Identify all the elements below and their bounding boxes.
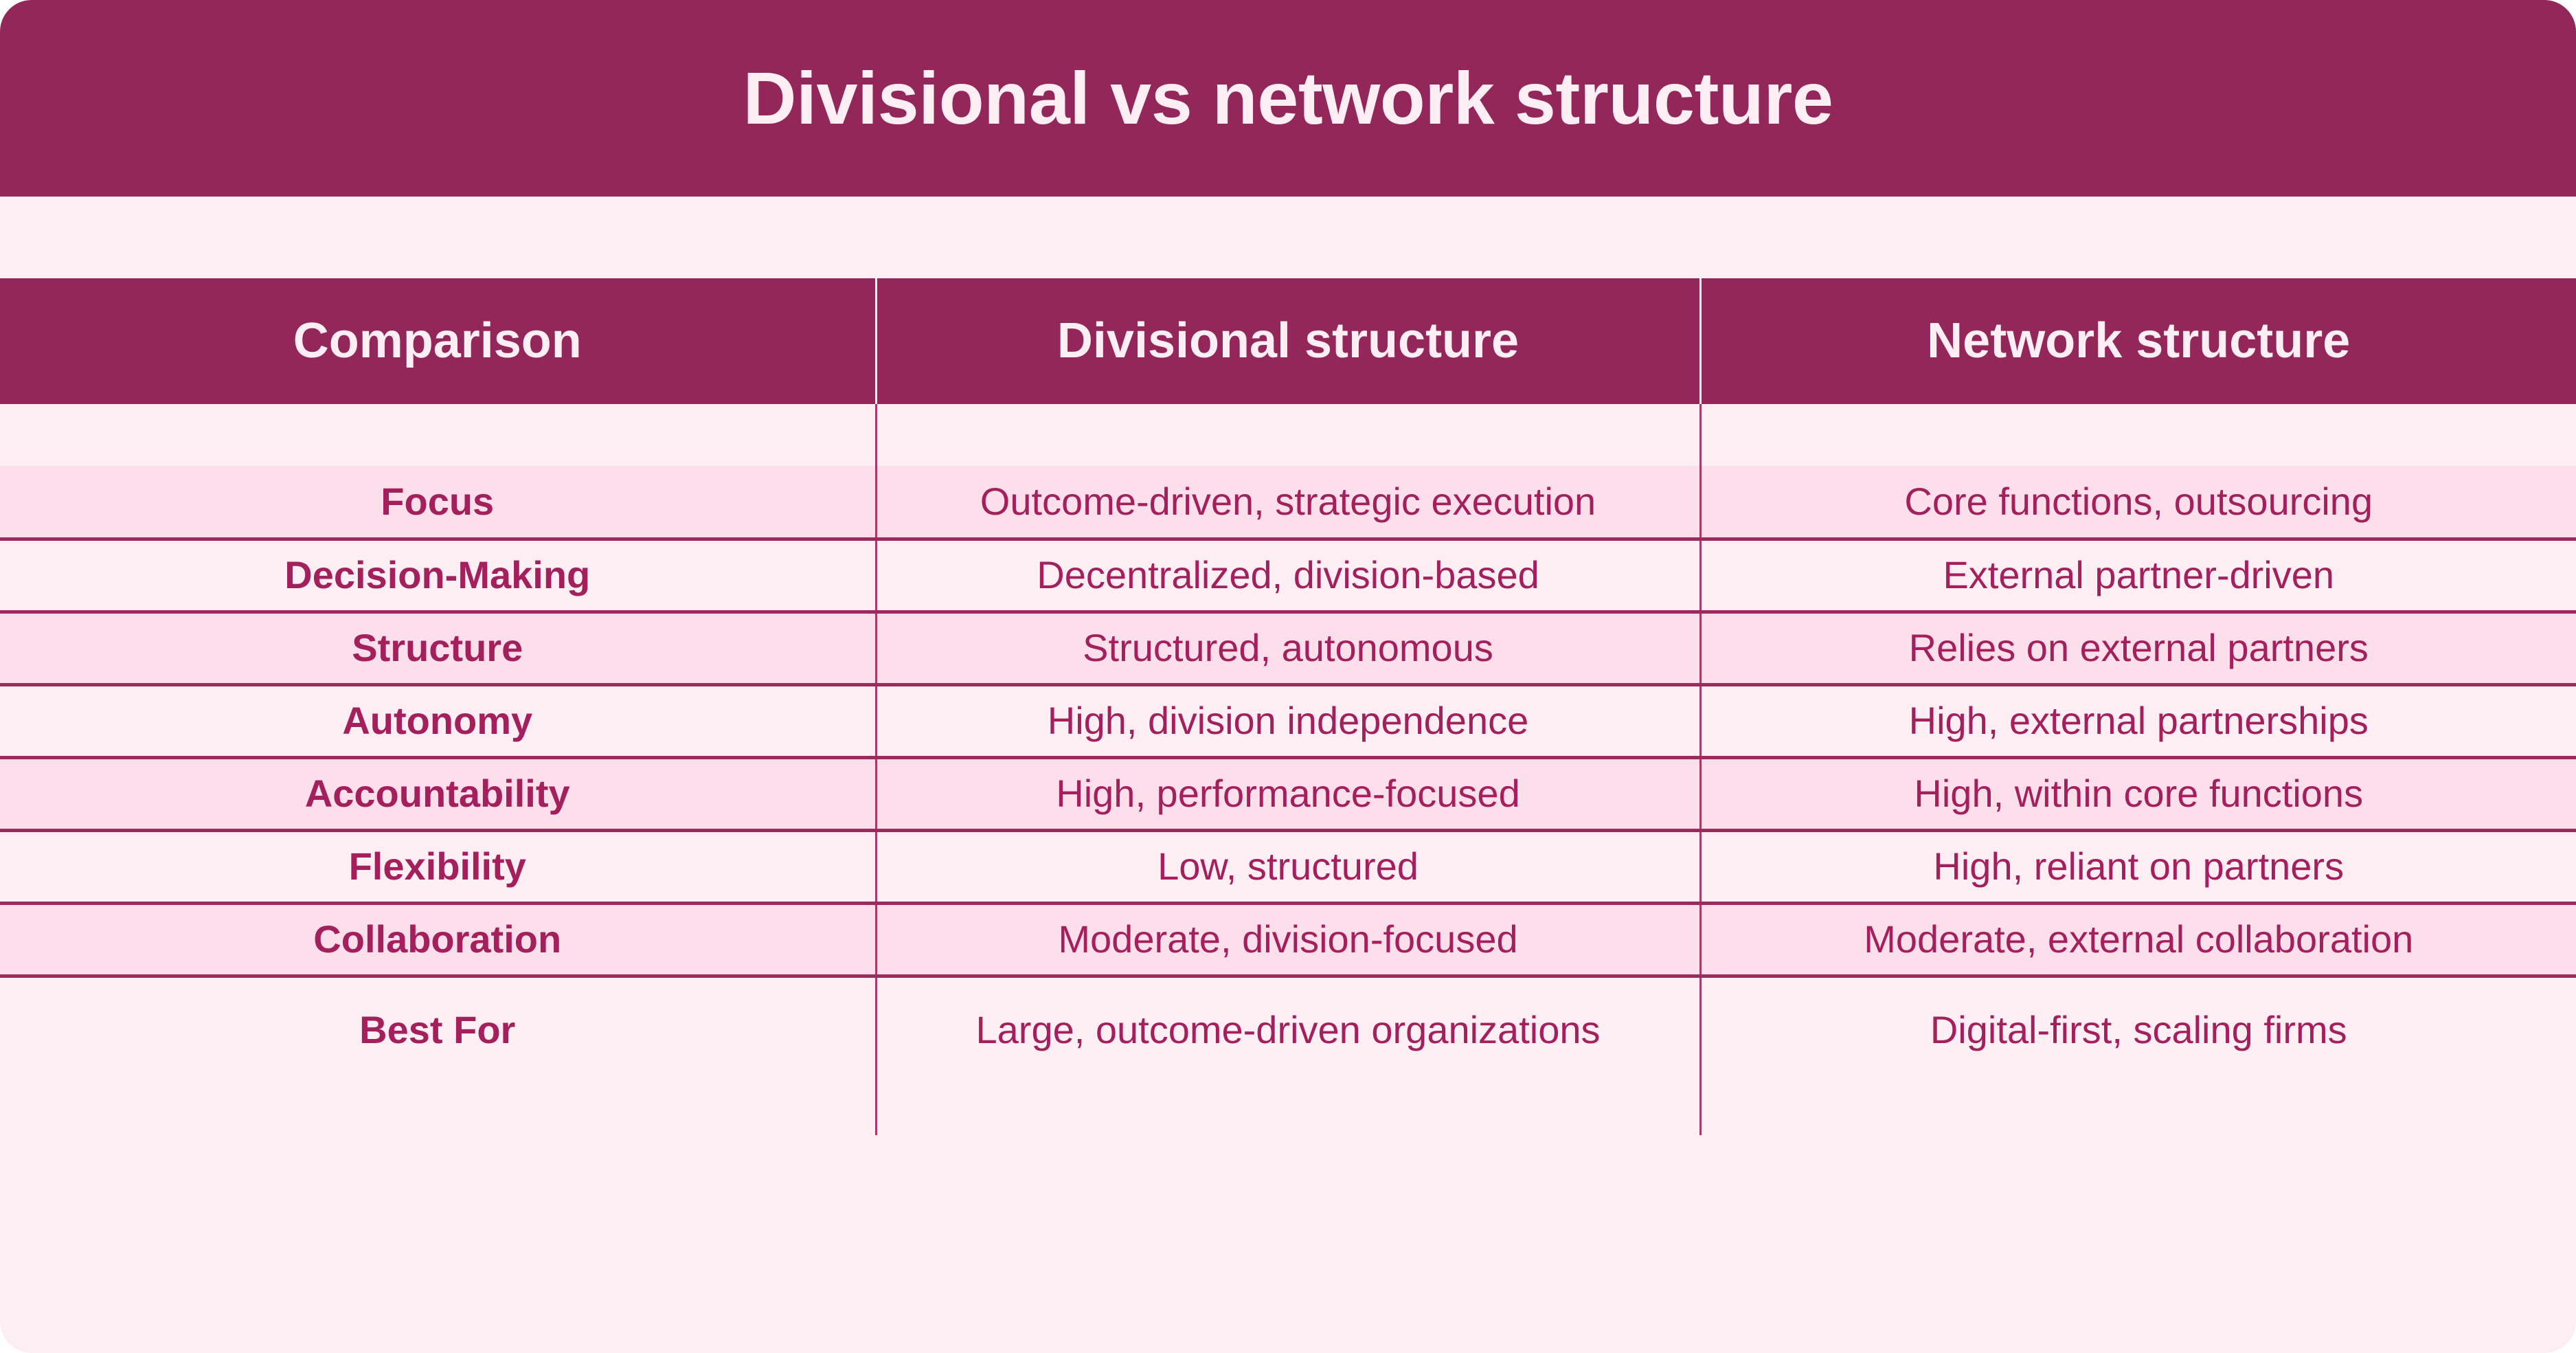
table-row: Structure Structured, autonomous Relies … <box>0 612 2576 686</box>
spacer-cell-divisional <box>876 404 1702 466</box>
cell-divisional-autonomy: High, division independence <box>876 684 1702 759</box>
column-header-divisional-structure: Divisional structure <box>876 278 1702 404</box>
cell-divisional-focus: Outcome-driven, strategic execution <box>876 466 1702 541</box>
cell-network-decision-making: External partner-driven <box>1700 539 2576 614</box>
cell-divisional-accountability: High, performance-focused <box>876 757 1702 832</box>
comparison-table-container: Comparison Divisional structure Network … <box>0 278 2576 1353</box>
spacer-cell-comparison <box>0 404 877 466</box>
table-row: Flexibility Low, structured High, relian… <box>0 830 2576 905</box>
cell-network-focus: Core functions, outsourcing <box>1700 466 2576 541</box>
comparison-table: Comparison Divisional structure Network … <box>0 278 2576 1135</box>
row-label-decision-making: Decision-Making <box>0 539 877 614</box>
cell-network-autonomy: High, external partnerships <box>1700 684 2576 759</box>
banner-gap-strip <box>0 197 2576 278</box>
table-body: Focus Outcome-driven, strategic executio… <box>0 404 2576 1135</box>
cell-divisional-collaboration: Moderate, division-focused <box>876 903 1702 978</box>
cell-network-structure: Relies on external partners <box>1700 612 2576 686</box>
cell-network-collaboration: Moderate, external collaboration <box>1700 903 2576 978</box>
cell-divisional-decision-making: Decentralized, division-based <box>876 539 1702 614</box>
cell-network-accountability: High, within core functions <box>1700 757 2576 832</box>
row-label-flexibility: Flexibility <box>0 830 877 905</box>
row-label-best-for: Best For <box>0 976 877 1135</box>
cell-network-flexibility: High, reliant on partners <box>1700 830 2576 905</box>
row-label-focus: Focus <box>0 466 877 541</box>
table-row: Accountability High, performance-focused… <box>0 757 2576 832</box>
cell-divisional-best-for: Large, outcome-driven organizations <box>876 976 1702 1135</box>
cell-divisional-flexibility: Low, structured <box>876 830 1702 905</box>
spacer-cell-network <box>1700 404 2576 466</box>
table-row: Focus Outcome-driven, strategic executio… <box>0 466 2576 541</box>
column-header-comparison: Comparison <box>0 278 877 404</box>
table-row: Collaboration Moderate, division-focused… <box>0 903 2576 978</box>
page-title: Divisional vs network structure <box>743 56 1834 139</box>
table-spacer-row <box>0 404 2576 466</box>
cell-network-best-for: Digital-first, scaling firms <box>1700 976 2576 1135</box>
table-header-row: Comparison Divisional structure Network … <box>0 278 2576 404</box>
row-label-accountability: Accountability <box>0 757 877 832</box>
title-banner: Divisional vs network structure <box>0 0 2576 197</box>
table-row: Best For Large, outcome-driven organizat… <box>0 976 2576 1135</box>
cell-divisional-structure: Structured, autonomous <box>876 612 1702 686</box>
column-header-network-structure: Network structure <box>1700 278 2576 404</box>
table-header: Comparison Divisional structure Network … <box>0 278 2576 404</box>
row-label-autonomy: Autonomy <box>0 684 877 759</box>
row-label-structure: Structure <box>0 612 877 686</box>
row-label-collaboration: Collaboration <box>0 903 877 978</box>
table-row: Autonomy High, division independence Hig… <box>0 684 2576 759</box>
table-row: Decision-Making Decentralized, division-… <box>0 539 2576 614</box>
